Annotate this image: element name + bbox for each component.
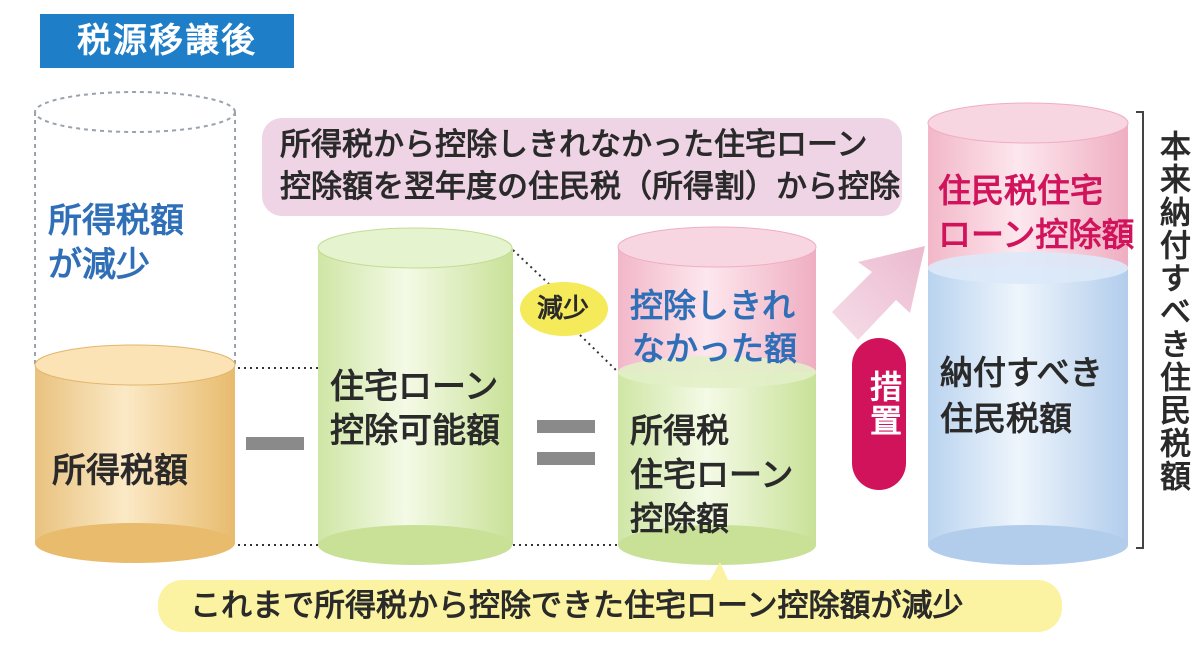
page-title: 税源移譲後 [40, 14, 294, 68]
left-lower-text: 所得税額 [52, 451, 188, 491]
left-upper-text-2: が減少 [48, 245, 150, 285]
arrow-icon [832, 246, 925, 340]
right-top-text-2: なかった額 [632, 329, 797, 368]
top-note-box [262, 118, 902, 216]
right-bottom-text-1: 所得税 [630, 411, 729, 450]
middle-cylinder [317, 227, 513, 565]
right-bottom-text-2: 住宅ローン [630, 455, 794, 494]
guide-lines [238, 249, 619, 546]
far-right-top-text-1: 住民税住宅 [938, 171, 1103, 210]
far-right-top-text-2: ローン控除額 [938, 215, 1135, 254]
vertical-label: 本来納付すべき住民税額 [1154, 130, 1190, 493]
bottom-note: これまで所得税から控除できた住宅ローン控除額が減少 [190, 588, 964, 624]
far-right-bottom-text-1: 納付すべき [940, 353, 1103, 392]
middle-text-2: 控除可能額 [330, 411, 500, 451]
top-note-line-1: 所得税から控除しきれなかった住宅ローン [280, 127, 868, 163]
left-cylinder [34, 91, 236, 563]
measure-badge: 措置 [865, 370, 903, 438]
far-right-cylinder [927, 102, 1129, 565]
bracket [1136, 111, 1144, 549]
right-bottom-text-3: 控除額 [630, 499, 729, 538]
right-cylinder [617, 226, 817, 565]
bottom-note-pointer [710, 562, 728, 580]
minus-sign [246, 437, 304, 450]
equals-sign [537, 420, 595, 465]
measure-badge-bg [852, 338, 906, 490]
reduce-badge: 減少 [537, 294, 590, 324]
far-right-bottom-text-2: 住民税額 [940, 399, 1072, 438]
top-note-line-2: 控除額を翌年度の住民税（所得割）から控除 [280, 169, 900, 205]
right-top-text-1: 控除しきれ [630, 286, 795, 325]
bottom-note-box [158, 580, 1062, 632]
middle-text-1: 住宅ローン [330, 367, 499, 407]
reduce-badge-bg [520, 282, 608, 336]
left-upper-text-1: 所得税額 [48, 201, 184, 241]
